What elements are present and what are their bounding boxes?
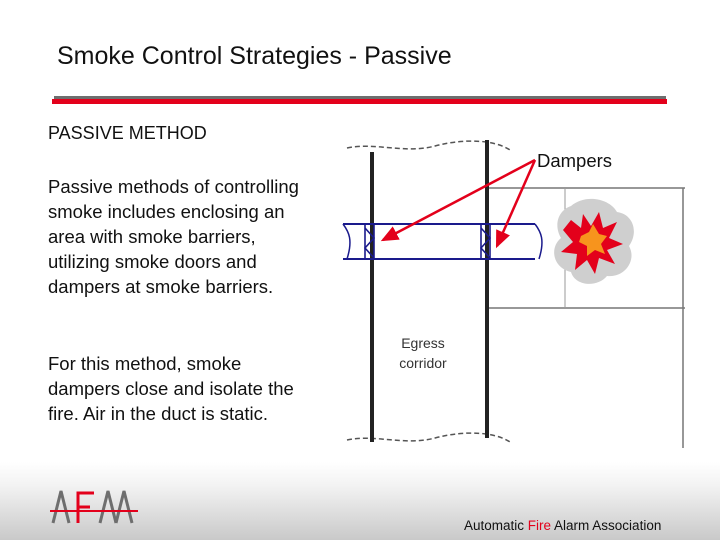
fire-icon bbox=[554, 198, 634, 284]
egress-corridor-label: Egress corridor bbox=[399, 335, 447, 371]
paragraph-method-details: For this method, smoke dampers close and… bbox=[48, 353, 294, 424]
arrow-icon bbox=[495, 159, 537, 249]
corridor-wall-right bbox=[485, 140, 489, 438]
section-heading: PASSIVE METHOD bbox=[48, 123, 207, 143]
damper-icon bbox=[363, 223, 376, 260]
corridor-wall-left bbox=[370, 152, 374, 442]
damper-icon bbox=[479, 223, 492, 260]
paragraph-passive-methods: Passive methods of controlling smoke inc… bbox=[48, 176, 299, 297]
slide-title: Smoke Control Strategies - Passive bbox=[57, 42, 452, 70]
duct bbox=[342, 223, 543, 260]
organization-name: Automatic Fire Alarm Association bbox=[464, 518, 662, 533]
dampers-label: Dampers bbox=[537, 150, 613, 171]
smoke-control-diagram bbox=[335, 128, 690, 448]
afaa-logo bbox=[50, 485, 140, 530]
title-rule bbox=[52, 99, 667, 104]
wall-break-line-top bbox=[346, 140, 511, 151]
arrow-icon bbox=[380, 158, 536, 242]
